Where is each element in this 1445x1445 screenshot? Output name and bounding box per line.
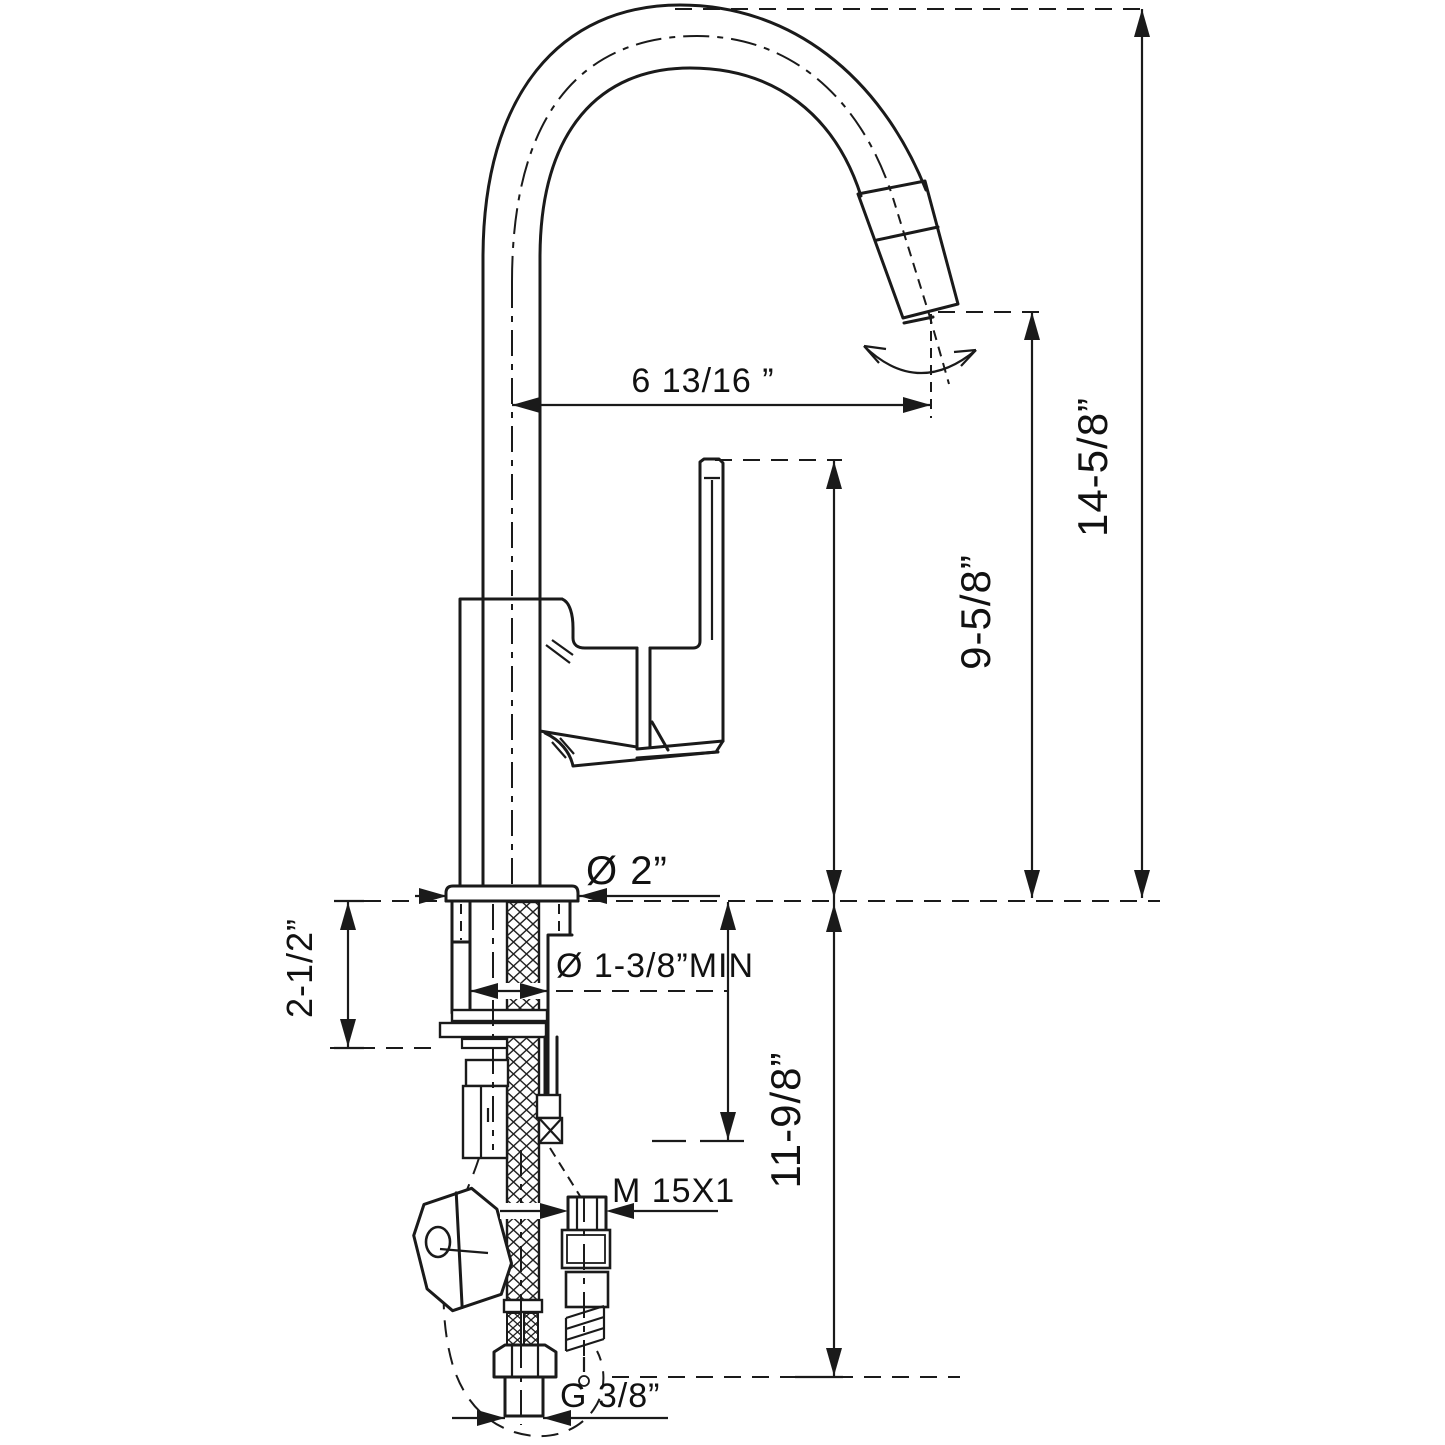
threaded-shank (450, 900, 574, 1100)
reference-lines (330, 8, 1160, 1378)
dimension-hole-depth (652, 902, 744, 1143)
label-outlet-height: 9-5/8” (952, 554, 999, 670)
dimension-base-diameter (415, 888, 720, 904)
faucet-body-and-handle (458, 457, 725, 888)
label-spout-reach: 6 13/16 ” (631, 362, 774, 400)
dimension-overall-height (1134, 9, 1150, 898)
label-overall-height: 14-5/8” (1069, 397, 1116, 537)
dimension-deck-thickness (334, 899, 364, 1050)
dimension-labels: 6 13/16 ” 14-5/8” 9-5/8” 11-9/8” 2-1/2” … (279, 362, 1116, 1415)
label-base-diameter: Ø 2” (586, 849, 668, 893)
label-below-counter-length: 11-9/8” (762, 1052, 809, 1189)
spray-hose-branch (535, 1035, 581, 1197)
hose-end-and-supply-nut (492, 1298, 558, 1418)
dimension-spout-reach (512, 397, 931, 413)
dimension-supply-thread (452, 1410, 668, 1426)
mounting-hardware (438, 1008, 549, 1160)
spray-head (856, 179, 960, 325)
dimension-spray-hose-thread (500, 1203, 718, 1219)
hose-weight (412, 1186, 513, 1313)
dimension-handle-height (795, 461, 843, 1379)
dimension-outlet-height (1024, 312, 1040, 898)
spray-head-swivel-arc (863, 344, 977, 375)
label-supply-thread: G 3/8” (560, 1377, 660, 1415)
centerlines (492, 34, 950, 1425)
check-valve-fitting (560, 1195, 612, 1387)
braided-supply-hose (505, 900, 541, 1302)
base-flange (444, 884, 580, 903)
label-spray-hose-thread: M 15X1 (612, 1172, 735, 1210)
dimension-min-hole-diameter (470, 983, 548, 999)
pullout-hose-dashed-loop (442, 1157, 605, 1438)
spout-gooseneck (481, 3, 928, 888)
label-deck-thickness: 2-1/2” (279, 918, 320, 1018)
label-min-hole-diameter: Ø 1-3/8”MIN (556, 947, 754, 985)
